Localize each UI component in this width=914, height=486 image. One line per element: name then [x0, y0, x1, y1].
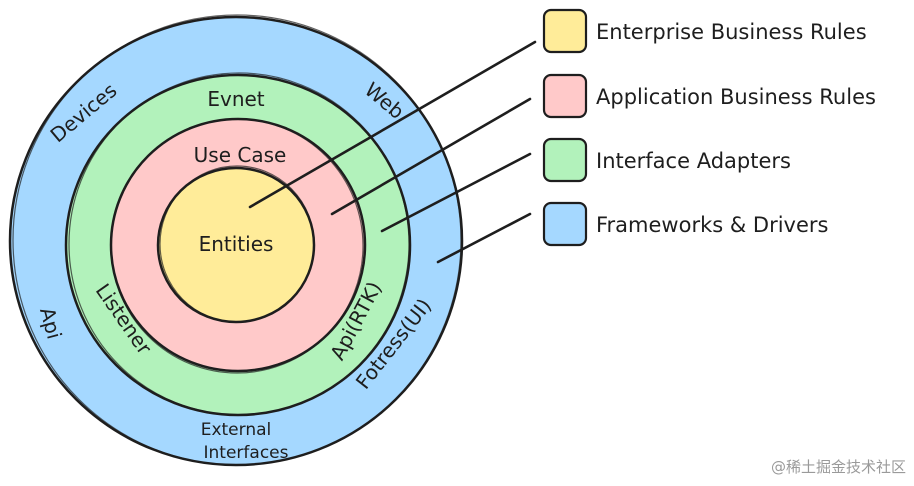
- leader-line-application: [330, 97, 532, 216]
- leader-lines: [248, 40, 537, 264]
- label-use-case: Use Case: [194, 143, 287, 167]
- adapters-ring-sketch: [68, 72, 410, 416]
- rings: [8, 14, 464, 467]
- label-entities: Entities: [199, 232, 274, 256]
- legend-swatch-enterprise: [542, 8, 588, 54]
- legend-label-adapters: Interface Adapters: [596, 149, 791, 173]
- legend: Enterprise Business Rules Application Bu…: [542, 8, 876, 247]
- leader-line-frameworks: [436, 212, 532, 264]
- legend-item-adapters: Interface Adapters: [542, 137, 791, 183]
- legend-label-frameworks: Frameworks & Drivers: [596, 213, 828, 237]
- label-evnet: Evnet: [207, 87, 264, 111]
- legend-swatch-adapters: [542, 137, 588, 183]
- entities-ring-sketch: [159, 165, 315, 323]
- legend-label-enterprise: Enterprise Business Rules: [596, 20, 867, 44]
- legend-item-frameworks: Frameworks & Drivers: [542, 201, 828, 247]
- application-ring-sketch: [110, 118, 364, 374]
- legend-swatch-application: [542, 73, 588, 119]
- watermark: @稀土掘金技术社区: [771, 458, 906, 476]
- frameworks-ring-sketch: [12, 14, 462, 466]
- leader-line-adapters: [380, 152, 532, 233]
- legend-item-application: Application Business Rules: [542, 73, 876, 119]
- legend-swatch-frameworks: [542, 201, 588, 247]
- label-interfaces: Interfaces: [204, 443, 289, 463]
- label-external: External: [201, 420, 272, 440]
- leader-line-enterprise: [248, 40, 537, 209]
- legend-label-application: Application Business Rules: [596, 85, 876, 109]
- legend-item-enterprise: Enterprise Business Rules: [542, 8, 867, 54]
